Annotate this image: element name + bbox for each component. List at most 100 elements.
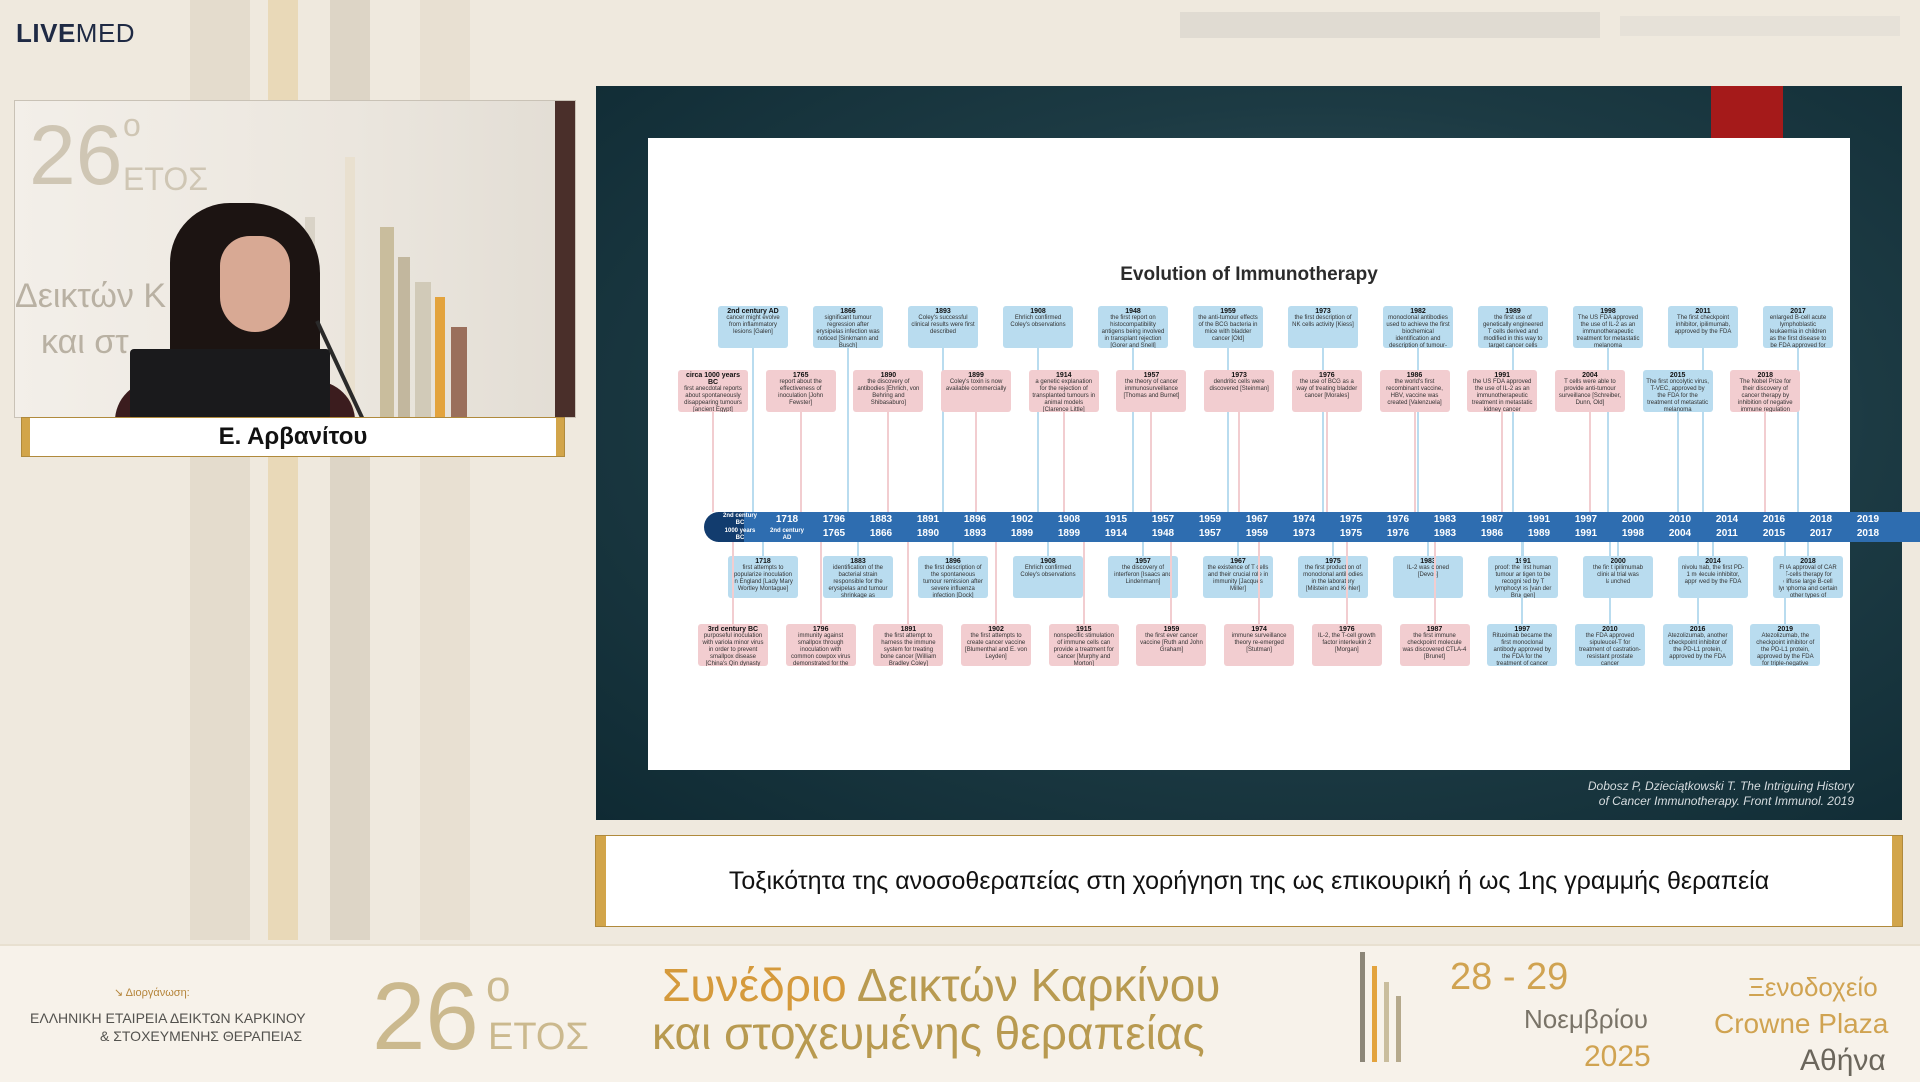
event-description: the FDA approved sipuleucel-T for treatm… <box>1579 633 1641 666</box>
event-connector <box>1501 412 1504 512</box>
event-year: 2017 <box>1790 308 1806 315</box>
event-year: 1908 <box>1040 558 1056 565</box>
timeline-year: 1000 years BC <box>724 528 756 541</box>
event-description: nonspecific stimulation of immune cells … <box>1053 633 1114 666</box>
venue-line: Ξενοδοχείο <box>1748 972 1878 1002</box>
event-connector <box>1433 542 1436 624</box>
timeline-year: 1908 <box>1057 514 1081 525</box>
timeline-year: 2018 <box>1856 528 1880 539</box>
event-year: 1957 <box>1135 558 1151 565</box>
event-description: first attempts to popularize inoculation… <box>733 565 793 592</box>
timeline-year: 1991 <box>1527 514 1551 525</box>
conference-title-line1: Συνέδριο Δεικτών Καρκίνου <box>662 958 1220 1012</box>
event-year: 1991 <box>1494 372 1510 379</box>
event-connector <box>1512 348 1514 512</box>
event-description: purposeful inoculation with variola mino… <box>702 633 764 666</box>
timeline-year: 1973 <box>1292 528 1316 539</box>
event-description: the first immune checkpoint molecule was… <box>1402 633 1467 660</box>
event-connector <box>1258 542 1261 624</box>
event-connector <box>1607 348 1609 512</box>
speaker-name: Ε. Αρβανίτου <box>218 423 368 450</box>
decor-bar <box>398 257 410 417</box>
timeline-year: 1975 <box>1339 528 1363 539</box>
event-connector <box>1617 542 1619 556</box>
event-description: the first description of NK cells activi… <box>1292 315 1354 328</box>
timeline-year: 1976 <box>1386 514 1410 525</box>
edition-number: 26 <box>372 963 479 1070</box>
timeline-year: 1957 <box>1151 514 1175 525</box>
conference-word: Συνέδριο <box>662 959 847 1011</box>
timeline-year: 1890 <box>916 528 940 539</box>
logo-live: LIVE <box>16 18 76 48</box>
event-connector <box>1797 348 1799 512</box>
timeline-year: 2000 <box>1621 514 1645 525</box>
event-connector <box>1332 542 1334 556</box>
timeline-year: 1991 <box>1574 528 1598 539</box>
event-connector <box>1170 542 1173 624</box>
decor-bar <box>1360 952 1365 1062</box>
event-description: Atezolizumab, another checkpoint inhibit… <box>1667 633 1728 660</box>
event-connector <box>1150 412 1153 512</box>
timeline-year: 1948 <box>1151 528 1175 539</box>
event-connector <box>1322 348 1324 512</box>
event-year: 2015 <box>1669 372 1686 379</box>
event-year: 1896 <box>945 558 961 565</box>
event-year: 1997 <box>1514 626 1530 633</box>
timeline-year: 1989 <box>1527 528 1551 539</box>
event-year: 1973 <box>1315 308 1331 315</box>
event-connector <box>1807 542 1809 556</box>
slide-citation: Dobosz P, Dzieciątkowski T. The Intrigui… <box>1588 779 1854 809</box>
event-year: 1983 <box>1420 558 1436 565</box>
speaker-face <box>220 236 290 332</box>
timeline-year: 1959 <box>1245 528 1269 539</box>
event-description: IL-2, the T-cell growth factor interleuk… <box>1318 633 1376 653</box>
citation-line: Dobosz P, Dzieciątkowski T. The Intrigui… <box>1587 779 1854 793</box>
timeline-year: 1891 <box>916 514 940 525</box>
event-connector <box>1062 412 1065 512</box>
event-year: 1890 <box>880 372 897 379</box>
event-description: a genetic explanation for the rejection … <box>1032 379 1096 412</box>
event-description: The first oncolytic virus, T-VEC, approv… <box>1646 379 1709 412</box>
event-year: 2014 <box>1705 558 1721 565</box>
event-year: 1866 <box>840 308 856 315</box>
organizer-name: ΕΛΛΗΝΙΚΗ ΕΤΑΙΡΕΙΑ ΔΕΙΚΤΩΝ ΚΑΡΚΙΝΟΥ <box>30 1010 306 1026</box>
event-year: 2018 <box>1757 372 1774 379</box>
event-connector <box>1325 412 1328 512</box>
event-year: circa 1000 years BC <box>685 372 741 386</box>
event-description: significant tumour regression after erys… <box>816 315 880 348</box>
event-year: 1718 <box>755 558 771 565</box>
event-year: 1948 <box>1125 308 1141 315</box>
event-year: 1975 <box>1325 558 1341 565</box>
event-year: 2018 <box>1800 558 1816 565</box>
event-year: 1765 <box>792 372 809 379</box>
event-description: the world's first recombinant vaccine, H… <box>1386 379 1443 406</box>
event-description: Rituximab became the first monoclonal an… <box>1492 633 1553 666</box>
citation-line: of Cancer Immunotherapy. Front Immunol. … <box>1598 794 1854 808</box>
timeline-year: 1915 <box>1104 514 1128 525</box>
event-connector <box>1037 348 1039 512</box>
event-year: 2016 <box>1689 626 1706 633</box>
timeline-year: 1987 <box>1480 514 1504 525</box>
event-description: the existence of T cells and their cruci… <box>1207 565 1269 592</box>
timeline-year: 2015 <box>1762 528 1786 539</box>
event-description: the first use of genetically engineered … <box>1482 315 1544 348</box>
timeline-year: 1893 <box>963 528 987 539</box>
event-connector <box>799 412 802 512</box>
timeline-year: 1976 <box>1386 528 1410 539</box>
decor-bar <box>435 297 445 417</box>
